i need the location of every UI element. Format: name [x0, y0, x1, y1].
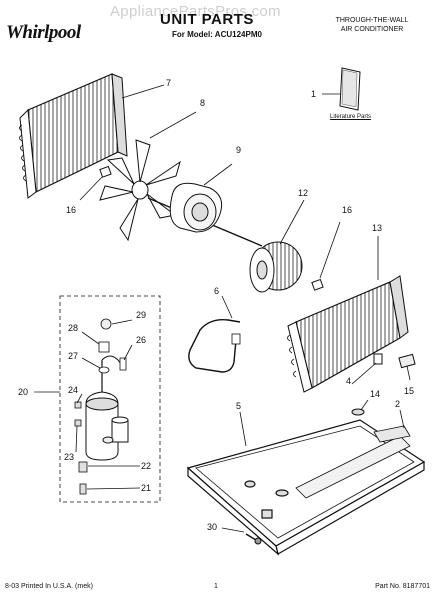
condenser-coil: [19, 73, 165, 199]
callout-21: 21: [141, 483, 152, 493]
drain-gasket: [351, 399, 369, 416]
callout-8: 8: [200, 98, 206, 108]
callout-27: 27: [68, 351, 79, 361]
mounting-clip: [398, 353, 416, 381]
page-number: 1: [214, 583, 218, 590]
blower-wheel: [249, 199, 305, 293]
watermark: AppliancePartsPros.com: [110, 3, 281, 20]
literature-booklet: [322, 67, 361, 111]
callout-28: 28: [68, 323, 79, 333]
print-info: 8-03 Printed In U.S.A. (mek): [5, 583, 93, 590]
fan-motor: [147, 163, 263, 247]
callout-5: 5: [236, 401, 242, 411]
base-pan: [186, 409, 426, 556]
callout-6: 6: [214, 286, 220, 296]
part-number: Part No. 8187701: [375, 583, 430, 590]
model-line: For Model: ACU124PM0: [172, 30, 262, 39]
product-type-line1: THROUGH-THE-WALL: [335, 17, 409, 24]
callout-7: 7: [166, 78, 172, 88]
product-type-line2: AIR CONDITIONER: [340, 26, 404, 33]
compressor-assembly-group: [34, 295, 161, 503]
evaporator-coil: [287, 236, 409, 393]
page-title: UNIT PARTS: [160, 11, 254, 28]
callout-2: 2: [395, 399, 401, 409]
callout-1: 1: [311, 89, 317, 99]
wire-harness: [188, 295, 241, 373]
callout-22: 22: [141, 461, 152, 471]
callout-15: 15: [404, 386, 415, 396]
callout-13: 13: [372, 223, 383, 233]
compressor-small-parts: [74, 318, 141, 495]
clip-left: [79, 165, 112, 201]
callout-9: 9: [236, 145, 242, 155]
product-type: THROUGH-THE-WALL AIR CONDITIONER: [322, 16, 422, 34]
compressor: [85, 355, 129, 461]
callout-14: 14: [370, 389, 381, 399]
callout-23: 23: [64, 452, 75, 462]
clip-right: [311, 221, 341, 291]
literature-parts-label: Literature Parts: [330, 114, 372, 120]
callout-16-left: 16: [66, 205, 77, 215]
screw: [221, 527, 262, 545]
callout-16-right: 16: [342, 205, 353, 215]
bracket: [351, 353, 383, 385]
callout-4: 4: [346, 376, 352, 386]
callout-24: 24: [68, 385, 79, 395]
callout-12: 12: [298, 188, 309, 198]
whirlpool-logo: Whirlpool: [6, 22, 81, 43]
callout-30: 30: [207, 522, 218, 532]
callout-20: 20: [18, 387, 29, 397]
callout-29: 29: [136, 310, 147, 320]
callout-26: 26: [136, 335, 147, 345]
